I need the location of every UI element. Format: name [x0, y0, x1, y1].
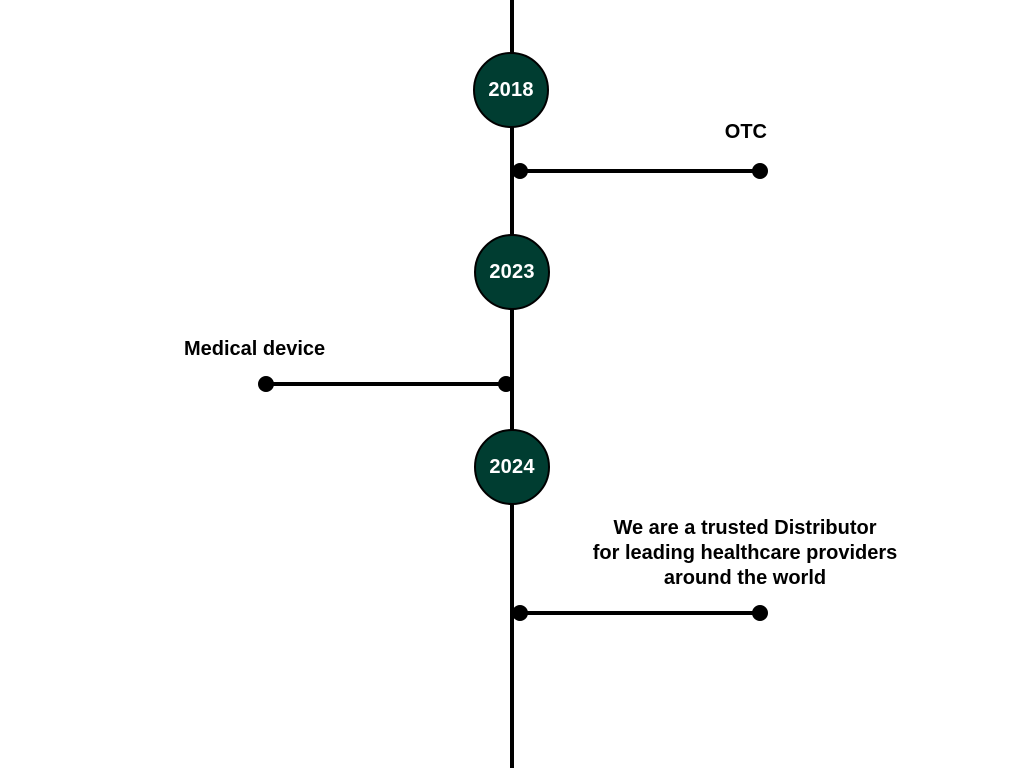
branch-label-medical-device: Medical device — [184, 338, 326, 360]
branch-line-otc — [520, 169, 760, 173]
year-label: 2023 — [489, 260, 535, 283]
year-node-2023: 2023 — [474, 234, 550, 310]
branch-line-medical-device — [266, 382, 506, 386]
year-label: 2018 — [488, 78, 534, 101]
year-node-2018: 2018 — [473, 52, 549, 128]
year-node-2024: 2024 — [474, 429, 550, 505]
branch-label-otc: OTC — [724, 121, 767, 143]
branch-line-distributor — [520, 611, 760, 615]
branch-end-dot — [752, 163, 768, 179]
branch-end-dot — [752, 605, 768, 621]
year-label: 2024 — [489, 455, 535, 478]
branch-label-distributor: We are a trusted Distributor for leading… — [592, 517, 898, 589]
branch-start-dot — [498, 376, 514, 392]
